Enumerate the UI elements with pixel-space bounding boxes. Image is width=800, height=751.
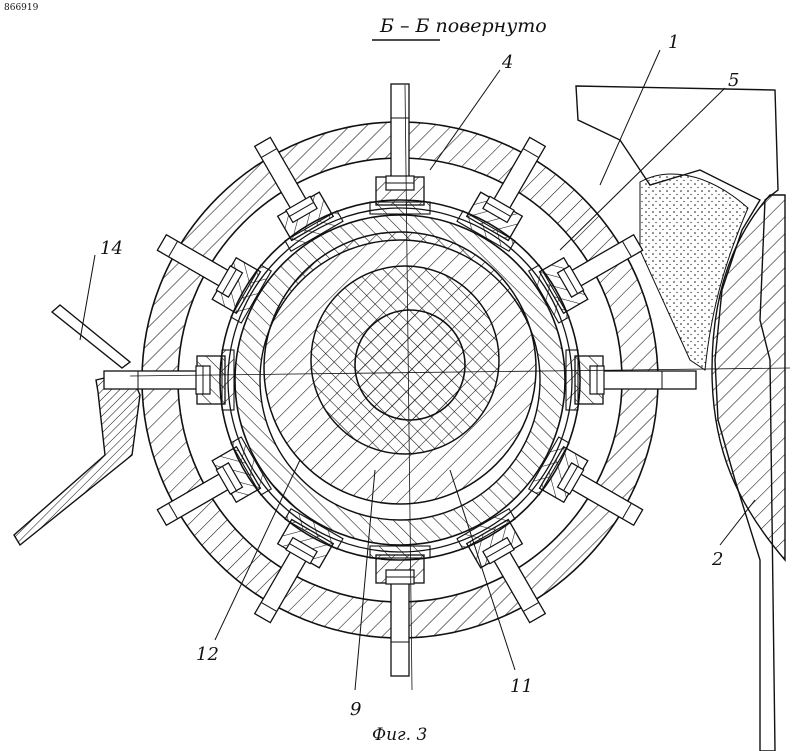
scraper-14	[52, 305, 130, 368]
figure-caption: Фиг. 3	[372, 725, 427, 745]
shaft-9	[355, 310, 465, 420]
label-2: 2	[711, 549, 723, 570]
label-12: 12	[196, 644, 219, 665]
section-title: Б – Б повернуто	[379, 15, 547, 37]
label-11: 11	[510, 676, 533, 697]
label-4: 4	[501, 52, 513, 73]
label-1: 1	[668, 32, 679, 53]
corner-number: 866919	[4, 3, 39, 13]
label-9: 9	[350, 699, 361, 720]
chute	[14, 372, 140, 545]
label-5: 5	[728, 70, 739, 91]
label-14: 14	[100, 238, 123, 259]
